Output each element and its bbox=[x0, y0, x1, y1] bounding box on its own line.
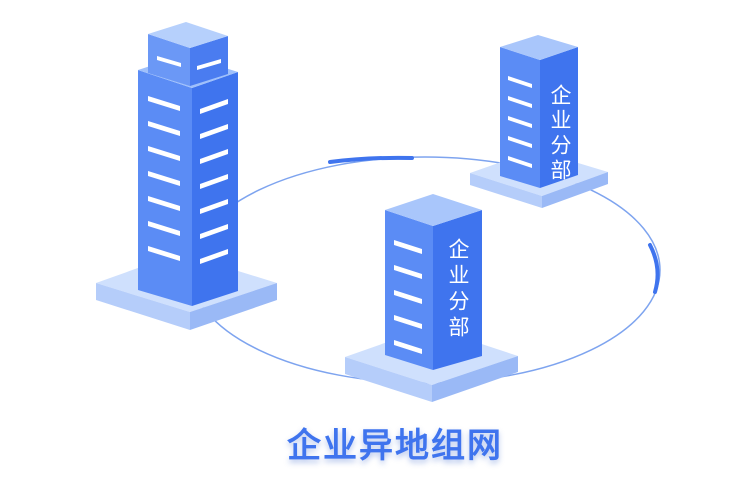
diagram-caption: 企业异地组网 bbox=[287, 426, 503, 466]
branch-tower-right: 企业分部 bbox=[470, 35, 608, 208]
branch-front-label: 企业分部 bbox=[446, 238, 470, 342]
branch-tower-front: 企业分部 bbox=[345, 194, 518, 402]
hq-windows bbox=[148, 96, 228, 264]
ring-accent-right bbox=[648, 243, 660, 294]
ring-accent-top bbox=[328, 155, 414, 164]
headquarters-tower bbox=[96, 22, 277, 330]
branch-right-label: 企业分部 bbox=[548, 84, 572, 184]
